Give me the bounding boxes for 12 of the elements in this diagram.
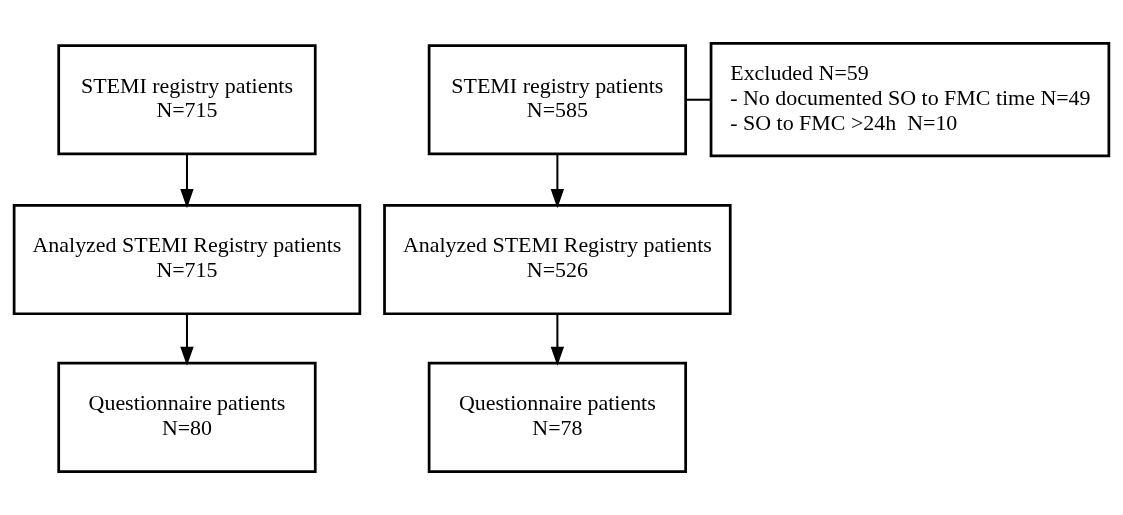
node-box: Analyzed STEMI Registry patients N=715 — [12, 204, 362, 316]
arrow — [180, 154, 194, 209]
node-box: STEMI registry patients N=585 — [427, 44, 687, 156]
node-box: Questionnaire patients N=80 — [57, 361, 317, 473]
arrow — [550, 154, 565, 209]
arrow — [550, 313, 565, 366]
node-box: Analyzed STEMI Registry patients N=526 — [383, 204, 732, 316]
node-box: Excluded N=59 - No documented SO to FMC time N=49 - SO to FMC >24h N=10 — [709, 42, 1111, 158]
node-box: Questionnaire patients N=78 — [427, 361, 687, 473]
arrow — [180, 313, 194, 366]
connector — [685, 98, 711, 101]
node-box: STEMI registry patients N=715 — [57, 44, 317, 156]
